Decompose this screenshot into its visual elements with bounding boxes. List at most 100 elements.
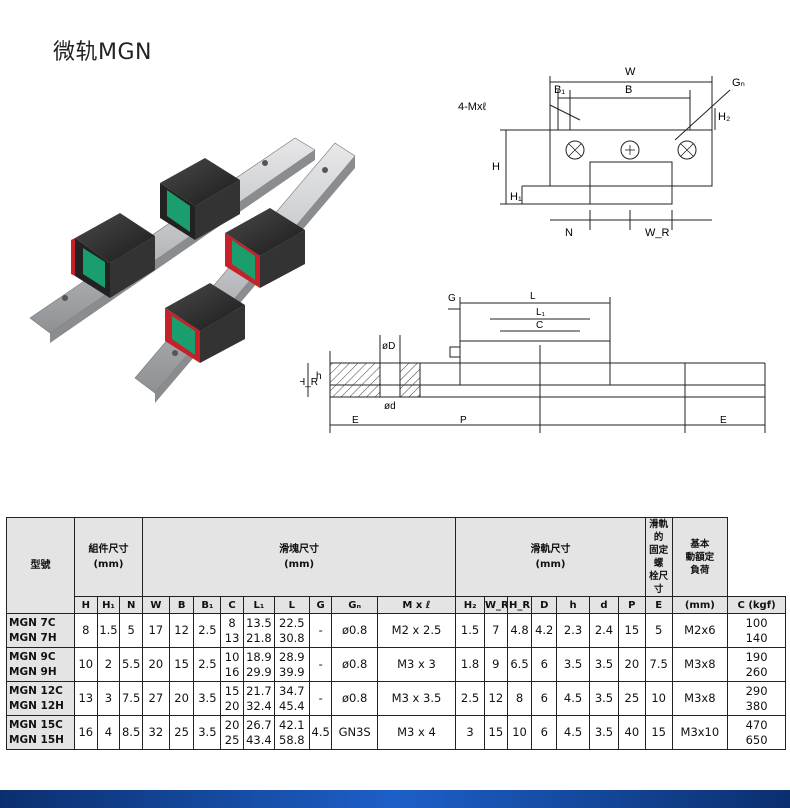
page-title: 微轨MGN bbox=[53, 40, 152, 65]
cell-H1: 4 bbox=[96, 715, 121, 750]
cell-H: 13 bbox=[73, 681, 98, 716]
cell-E: 15 bbox=[644, 715, 673, 750]
label-e-right: E bbox=[720, 415, 727, 426]
cell-h: 3.5 bbox=[556, 647, 591, 682]
cell-G: - bbox=[308, 681, 333, 716]
label-h1: H₁ bbox=[510, 191, 522, 203]
subheader-2: N bbox=[119, 596, 143, 614]
subheader-15: D bbox=[531, 596, 558, 614]
subheader-18: P bbox=[617, 596, 646, 614]
block-1 bbox=[71, 213, 155, 298]
cell-H1: 2 bbox=[96, 647, 121, 682]
subheader-6: C bbox=[220, 596, 244, 614]
subheader-8: L bbox=[273, 596, 310, 614]
cell-Gn: GN3S bbox=[331, 715, 378, 750]
cell-h: 4.5 bbox=[556, 681, 591, 716]
label-c: C bbox=[536, 320, 543, 331]
subheader-12: H₂ bbox=[455, 596, 485, 614]
cell-d: 2.4 bbox=[589, 613, 619, 648]
subheader-11: M x ℓ bbox=[376, 596, 457, 614]
cell-N: 8.5 bbox=[119, 715, 143, 750]
cell-B: 12 bbox=[168, 613, 195, 648]
cell-B: 15 bbox=[168, 647, 195, 682]
cell-HR: 6.5 bbox=[506, 647, 533, 682]
label-b1: B₁ bbox=[554, 84, 565, 96]
cell-bolt: M2x6 bbox=[671, 613, 729, 648]
label-n: N bbox=[565, 227, 573, 239]
cell-P: 40 bbox=[617, 715, 646, 750]
subheader-7: L₁ bbox=[242, 596, 275, 614]
cell-h: 4.5 bbox=[556, 715, 591, 750]
front-view-drawing: W B₁ B Gₙ 4-Mxℓ H₂ H H₁ N W_R bbox=[458, 66, 745, 239]
cell-WR: 9 bbox=[484, 647, 508, 682]
cell-h: 2.3 bbox=[556, 613, 591, 648]
label-gn: Gₙ bbox=[732, 77, 745, 89]
label-l: L bbox=[530, 291, 536, 302]
label-mxl: 4-Mxℓ bbox=[458, 101, 486, 113]
cell-H: 8 bbox=[73, 613, 98, 648]
header-block: 滑塊尺寸(mm) bbox=[141, 517, 457, 597]
cell-B: 25 bbox=[168, 715, 195, 750]
label-d: ød bbox=[384, 401, 396, 412]
subheader-1: H₁ bbox=[96, 596, 121, 614]
cell-HR: 4.8 bbox=[506, 613, 533, 648]
cell-d: 3.5 bbox=[589, 647, 619, 682]
subheader-17: d bbox=[589, 596, 619, 614]
side-view-drawing: L G L₁ C øD ød H_R h E P E bbox=[300, 291, 766, 433]
subheader-21: C (kgf) bbox=[727, 596, 786, 614]
subheader-9: G bbox=[308, 596, 333, 614]
cell-N: 5 bbox=[119, 613, 143, 648]
label-h2: H₂ bbox=[718, 111, 730, 123]
label-g: G bbox=[448, 293, 456, 304]
label-l1: L₁ bbox=[536, 307, 546, 318]
cell-H2: 3 bbox=[455, 715, 485, 750]
subheader-14: H_R bbox=[506, 596, 533, 614]
cell-bolt: M3x10 bbox=[671, 715, 729, 750]
cell-Gn: ø0.8 bbox=[331, 647, 378, 682]
cell-B1: 2.5 bbox=[193, 613, 222, 648]
subheader-3: W bbox=[141, 596, 170, 614]
cell-W: 17 bbox=[141, 613, 170, 648]
cell-E: 10 bbox=[644, 681, 673, 716]
cell-B1: 2.5 bbox=[193, 647, 222, 682]
label-D: øD bbox=[382, 341, 395, 352]
cell-G: - bbox=[308, 647, 333, 682]
label-e-left: E bbox=[352, 415, 359, 426]
cell-WR: 15 bbox=[484, 715, 508, 750]
cell-P: 20 bbox=[617, 647, 646, 682]
header-load: 基本動額定負荷 bbox=[671, 517, 729, 597]
footer-band bbox=[0, 790, 790, 808]
cell-H2: 2.5 bbox=[455, 681, 485, 716]
cell-P: 25 bbox=[617, 681, 646, 716]
subheader-16: h bbox=[556, 596, 591, 614]
cell-Gn: ø0.8 bbox=[331, 681, 378, 716]
cell-G: 4.5 bbox=[308, 715, 333, 750]
cell-HR: 10 bbox=[506, 715, 533, 750]
label-p: P bbox=[460, 415, 467, 426]
cell-W: 20 bbox=[141, 647, 170, 682]
cell-bolt: M3x8 bbox=[671, 647, 729, 682]
header-assembly: 組件尺寸(mm) bbox=[73, 517, 143, 597]
cell-B1: 3.5 bbox=[193, 681, 222, 716]
subheader-10: Gₙ bbox=[331, 596, 378, 614]
cell-G: - bbox=[308, 613, 333, 648]
cell-H: 10 bbox=[73, 647, 98, 682]
label-h: H bbox=[492, 161, 500, 173]
subheader-19: E bbox=[644, 596, 673, 614]
cell-WR: 12 bbox=[484, 681, 508, 716]
cell-Mxl: M3 x 3.5 bbox=[376, 681, 457, 716]
block-4 bbox=[165, 283, 245, 363]
block-3 bbox=[225, 208, 305, 288]
subheader-20: (mm) bbox=[671, 596, 729, 614]
